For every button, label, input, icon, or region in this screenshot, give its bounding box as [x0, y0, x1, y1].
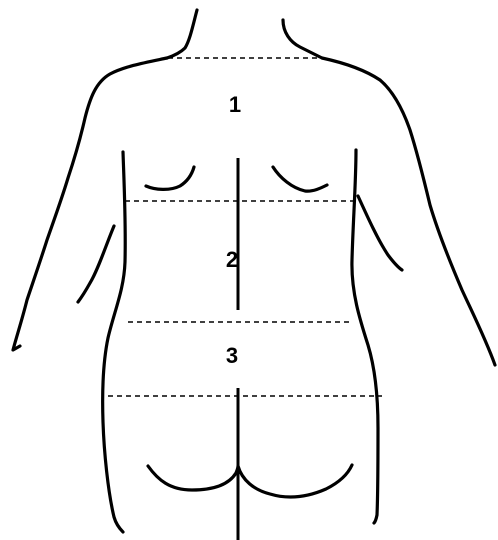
neck-right-outline [283, 20, 322, 58]
left-torso-outline [103, 152, 126, 532]
zone-label-3: 3 [226, 343, 238, 368]
left-inner-arm-outline [78, 226, 114, 302]
right-shoulder-blade-outline [273, 167, 327, 191]
buttocks-outline [148, 465, 352, 497]
right-inner-arm-outline [358, 196, 402, 270]
right-torso-outline [352, 150, 378, 523]
zone-label-1: 1 [229, 92, 241, 117]
left-shoulder-blade-outline [146, 167, 194, 189]
neck-left-outline [167, 10, 197, 58]
zone-dividers [108, 58, 382, 396]
zone-label-2: 2 [226, 247, 238, 272]
right-shoulder-arm-outline [322, 58, 495, 365]
body-outline [13, 10, 495, 540]
left-shoulder-arm-outline [13, 58, 167, 350]
